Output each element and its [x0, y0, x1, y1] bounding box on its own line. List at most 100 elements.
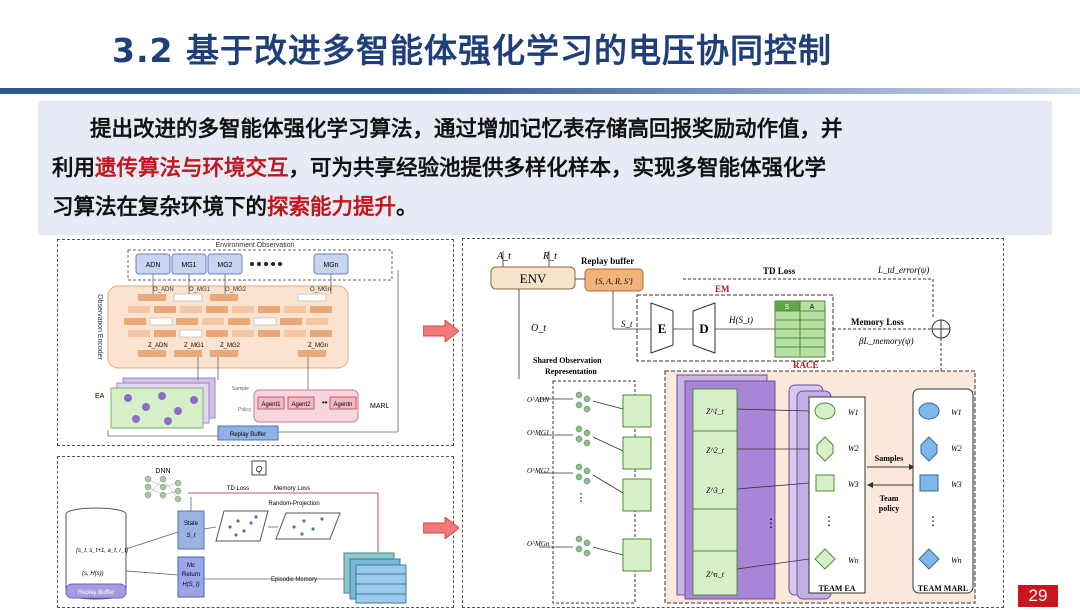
o-mg2-input: O^MG2	[527, 467, 550, 475]
zn-label: Z^n_t	[706, 570, 725, 579]
representation-label: Representation	[545, 367, 597, 376]
left-bottom-svg: DNN Q TD Loss Memory Loss Random-Project…	[65, 460, 407, 604]
node-mg2-label: MG2	[217, 262, 232, 269]
replay-buffer-box	[217, 425, 279, 441]
z3-label: Z^3_t	[706, 486, 725, 495]
para-highlight-ga: 遗传算法与环境交互	[95, 156, 289, 181]
lb-connectors	[125, 497, 344, 580]
mc-return-box	[177, 556, 205, 598]
para-line1: 提出改进的多智能体强化学习算法，通过增加记忆表存储高回报奖励动作值，并	[90, 117, 843, 142]
team-label: Team	[880, 494, 899, 503]
race-stack	[676, 374, 776, 600]
left-top-diagram: Environment Observation ADN MG1 MG2 MGn …	[57, 239, 454, 446]
episodic-memory-label: Episodic Memory	[271, 577, 317, 583]
env-label: ENV	[520, 271, 547, 286]
projection-points-2	[292, 517, 324, 536]
lb-memory-loss-label: Memory Loss	[274, 486, 310, 492]
replay-box	[584, 268, 644, 292]
summary-box	[38, 101, 1052, 235]
title-underline	[0, 88, 1080, 94]
w3-ea-label: W3	[848, 480, 859, 489]
h-st-label: H(S_t)	[728, 315, 753, 325]
d-label: D	[699, 321, 708, 336]
agentn-box	[329, 396, 357, 410]
q-label: Q	[256, 465, 262, 474]
return-label: Return	[182, 572, 200, 578]
lb-replay-buffer-box	[65, 583, 127, 599]
env-box	[490, 266, 576, 290]
z2-label: Z^2_t	[706, 446, 725, 455]
agentn-label: Agentn	[333, 402, 352, 408]
s-t-label: S_t	[621, 319, 633, 329]
node-mgn-label: MGn	[323, 262, 338, 269]
page-title: 3.2 基于改进多智能体强化学习的电压协同控制	[112, 31, 832, 70]
state-sub-label: S_t	[186, 533, 195, 539]
w2-ea-label: W2	[848, 444, 859, 453]
wn-marl-label: Wn	[951, 556, 962, 565]
z-adn-label: Z_ADN	[148, 343, 168, 349]
z-mgn-label: Z_MGn	[308, 343, 328, 349]
encoder-nets	[575, 391, 591, 557]
o-mg1-label: O_MG1	[189, 287, 211, 293]
dnn-network	[144, 475, 182, 503]
q-box	[251, 460, 267, 476]
sars-label: {S, A, R, S'}	[595, 277, 634, 286]
race-ellipsis: ⋮	[765, 516, 777, 530]
projection-points-1	[228, 515, 258, 537]
random-projection-label: Random-Projection	[268, 501, 319, 507]
policy-arrowhead-icon	[867, 482, 873, 488]
wn-ea-label: Wn	[848, 556, 859, 565]
para-highlight-explore: 探索能力提升	[267, 195, 397, 220]
td-loss-label: TD Loss	[763, 266, 796, 276]
right-connectors	[502, 251, 810, 570]
o-mgn-input: O^MGn	[527, 540, 550, 548]
decoder-d	[692, 302, 716, 354]
state-box	[177, 510, 205, 550]
race-label: RACE	[793, 360, 819, 370]
projection-plane-1	[215, 510, 269, 542]
o-adn-label: O_ADN	[153, 287, 174, 293]
o-adn-input: O^ADN	[527, 396, 549, 404]
w1-ea-label: W1	[848, 408, 859, 417]
agent1-box	[257, 396, 285, 410]
rep-ellipsis: ⋮	[576, 492, 587, 504]
z-stack-boxes	[622, 394, 652, 572]
a-t-label: A_t	[496, 251, 511, 262]
sample-label: Sample	[232, 386, 249, 392]
o-t-label: O_t	[531, 323, 546, 334]
agent-ellipsis: ••	[322, 398, 328, 407]
lb-td-loss-label: TD Loss	[227, 486, 249, 492]
mc-label: Mc	[187, 563, 195, 569]
team-marl-label: TEAM MARL	[918, 584, 968, 593]
node-adn-label: ADN	[146, 262, 161, 269]
state-label: State	[184, 521, 199, 527]
right-diagram: A_t R_t ENV Replay buffer {S, A, R, S'} …	[462, 238, 1004, 608]
o-mg2-label: O_MG2	[225, 287, 247, 293]
lb-loss-lines	[188, 492, 379, 552]
em-label: EM	[715, 284, 730, 294]
w3-marl-label: W3	[951, 480, 962, 489]
arrow-top-icon	[423, 320, 459, 342]
l-td-label: L_td_error(ψ)	[877, 265, 929, 275]
ea-ellipsis: ⋮	[823, 514, 835, 528]
para-line3-suffix: 。	[396, 195, 418, 220]
env-obs-label: Environment Observation	[216, 242, 295, 249]
tuple1-label: {s_t, s_t+1, a_t, r_t}	[76, 548, 128, 554]
memory-loss-label: Memory Loss	[851, 317, 904, 327]
env-obs-box	[127, 249, 393, 281]
replay-label: Replay buffer	[581, 256, 634, 266]
w2-marl-label: W2	[951, 444, 962, 453]
shared-label: Shared Observation	[533, 356, 602, 365]
right-svg: A_t R_t ENV Replay buffer {S, A, R, S'} …	[490, 251, 976, 604]
e-label: E	[658, 321, 667, 336]
left-top-svg: Environment Observation ADN MG1 MG2 MGn …	[95, 242, 399, 441]
node-mg1-label: MG1	[181, 262, 196, 269]
h-label: H(S_t)	[182, 582, 199, 588]
encoder-label: Observation Encoder	[96, 294, 103, 360]
team-ea-column	[788, 384, 866, 600]
ea-label: EA	[95, 393, 105, 400]
z-mg2-label: Z_MG2	[220, 343, 241, 349]
w1-marl-label: W1	[951, 408, 962, 417]
page-number-badge: 29	[1018, 585, 1058, 607]
team-ea-label: TEAM EA	[818, 584, 855, 593]
